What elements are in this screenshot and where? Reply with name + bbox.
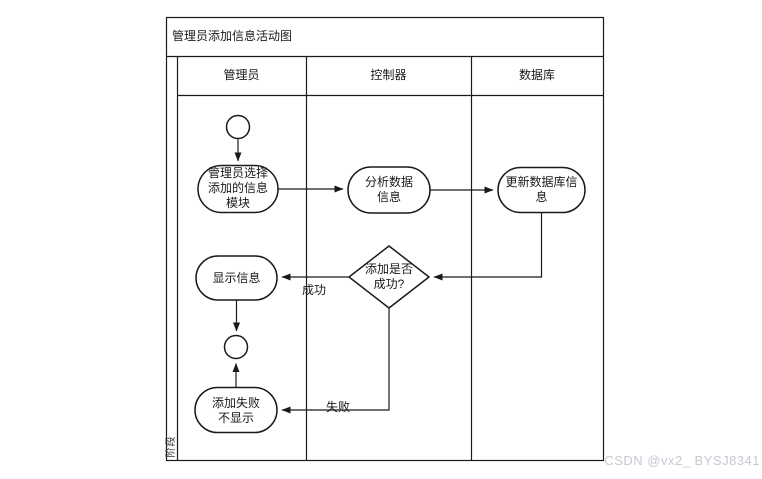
csdn-watermark: CSDN @vx2_ BYSJ8341: [604, 453, 760, 468]
analyze-node: [347, 166, 431, 214]
fail-no-show-node: [194, 386, 278, 434]
phase-strip-label: 阶段: [166, 435, 177, 458]
edge-update-to-decision: [433, 212, 543, 281]
show-info-node: [195, 255, 278, 301]
update-db-node: [497, 166, 586, 214]
diagram-outer-border: [165, 16, 605, 462]
start-node: [225, 114, 251, 140]
end-node: [223, 334, 249, 360]
edge-decision-to-fail: [281, 308, 390, 414]
select-module-node: [197, 164, 279, 214]
decision-node: [347, 245, 431, 309]
